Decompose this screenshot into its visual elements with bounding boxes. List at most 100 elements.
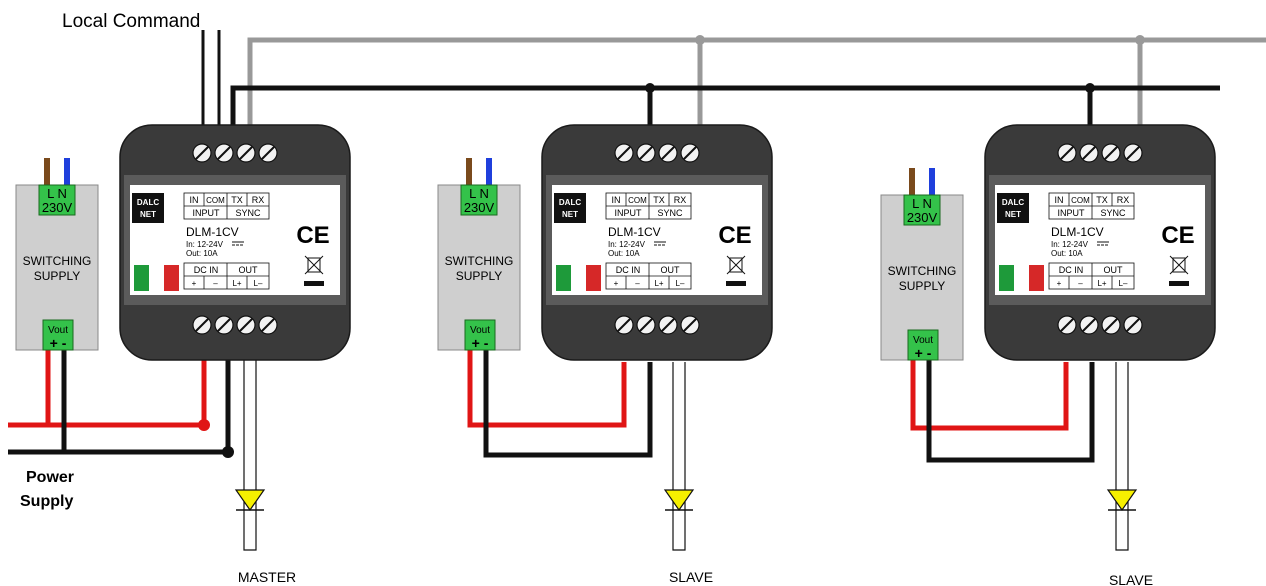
output-polarity-label: + - — [50, 335, 67, 351]
brand-logo-line2: NET — [562, 210, 578, 219]
bottom-terminal-label: + — [192, 279, 197, 288]
terminal-screw-icon — [214, 315, 234, 335]
sync-junction-1 — [695, 35, 705, 45]
com-junction-2 — [1085, 83, 1095, 93]
bottom-terminal-label: L+ — [232, 279, 241, 288]
terminal-screw-icon — [236, 143, 256, 163]
bottom-terminal-label: + — [614, 279, 619, 288]
top-terminal-label: TX — [653, 195, 665, 205]
weee-bin-icon — [304, 255, 324, 286]
terminal-screw-icon — [1079, 315, 1099, 335]
bottom-terminal-label: L+ — [654, 279, 663, 288]
terminal-screw-icon — [1101, 315, 1121, 335]
psu3-negative-wire — [926, 358, 1095, 463]
module-role-label: MASTER — [238, 569, 296, 585]
mains-terminal-block — [903, 194, 941, 226]
terminal-screw-icon — [1123, 143, 1143, 163]
top-terminal-label: RX — [1117, 195, 1130, 205]
ce-mark: CE — [718, 222, 751, 249]
sync-junction-2 — [1135, 35, 1145, 45]
weee-bin-icon — [1169, 255, 1189, 286]
input-spec: In: 12-24V — [1051, 240, 1089, 249]
local-command-label: Local Command — [62, 11, 200, 32]
top-group-label: INPUT — [193, 208, 221, 218]
terminal-screw-icon — [658, 315, 678, 335]
terminal-screw-icon — [636, 315, 656, 335]
bottom-terminal-label: L+ — [1097, 279, 1106, 288]
output-terminal-label: Vout — [48, 325, 68, 336]
weee-bin-icon — [726, 255, 746, 286]
psu-name-line2: SUPPLY — [899, 279, 945, 293]
terminal-screw-icon — [680, 143, 700, 163]
psu3-positive-wire — [910, 358, 1069, 431]
terminal-screw-icon — [258, 315, 278, 335]
power-supply-label-line2: Supply — [20, 493, 73, 510]
top-terminal-label: RX — [674, 195, 687, 205]
output-terminal-block — [907, 329, 939, 361]
mains-brown-wire — [909, 168, 915, 195]
psu-name-line1: SWITCHING — [888, 264, 957, 278]
led2-loop — [672, 362, 686, 551]
mains-brown-wire — [466, 158, 472, 185]
brand-logo-line1: DALC — [137, 198, 159, 207]
mains-voltage-label: 230V — [42, 200, 73, 215]
top-terminal-label: IN — [1055, 195, 1064, 205]
led-diode-icon — [234, 489, 266, 512]
led3-loop — [1115, 362, 1129, 551]
top-terminal-label: TX — [1096, 195, 1108, 205]
top-terminal-label: RX — [252, 195, 265, 205]
model-label: DLM-1CV — [186, 225, 239, 239]
bus-wires — [201, 30, 1266, 130]
output-spec: Out: 10A — [1051, 249, 1083, 258]
power-wires — [8, 348, 1095, 463]
mains-voltage-label: 230V — [907, 210, 938, 225]
com-junction-1 — [645, 83, 655, 93]
top-terminal-label: IN — [612, 195, 621, 205]
mains-terminal-label: L N — [912, 196, 932, 211]
output-terminal-label: Vout — [913, 335, 933, 346]
led1-loop — [243, 360, 257, 551]
top-group-label: SYNC — [1100, 208, 1126, 218]
power-supply-label-line1: Power — [26, 469, 74, 486]
terminal-screw-icon — [680, 315, 700, 335]
top-group-label: INPUT — [1058, 208, 1086, 218]
bottom-group-label: OUT — [661, 265, 681, 275]
output-spec: Out: 10A — [186, 249, 218, 258]
top-terminal-label: COM — [206, 196, 225, 205]
brand-logo — [997, 193, 1029, 223]
bottom-group-label: OUT — [239, 265, 259, 275]
mains-terminal-label: L N — [47, 186, 67, 201]
terminal-screw-icon — [1057, 143, 1077, 163]
model-label: DLM-1CV — [1051, 225, 1104, 239]
ce-mark: CE — [1161, 222, 1194, 249]
top-terminal-label: COM — [628, 196, 647, 205]
bottom-terminal-label: + — [1057, 279, 1062, 288]
top-terminal-label: TX — [231, 195, 243, 205]
terminal-screw-icon — [614, 315, 634, 335]
led-diode-icon — [663, 489, 695, 512]
terminal-screw-icon — [1123, 315, 1143, 335]
brand-logo-line1: DALC — [559, 198, 581, 207]
module-role-label: SLAVE — [1109, 572, 1153, 586]
psu2-negative-wire — [483, 350, 653, 458]
led-diodes — [234, 489, 1138, 512]
mains-terminal-block — [460, 184, 498, 216]
mains-blue-wire — [486, 158, 492, 185]
terminal-screw-icon — [614, 143, 634, 163]
mains-blue-wire — [64, 158, 70, 185]
output-terminal-label: Vout — [470, 325, 490, 336]
output-terminal-block — [464, 319, 496, 351]
terminal-screw-icon — [636, 143, 656, 163]
terminal-screw-icon — [1101, 143, 1121, 163]
brand-logo — [554, 193, 586, 223]
mains-terminal-label: L N — [469, 186, 489, 201]
italy-flag-icon — [999, 265, 1044, 291]
